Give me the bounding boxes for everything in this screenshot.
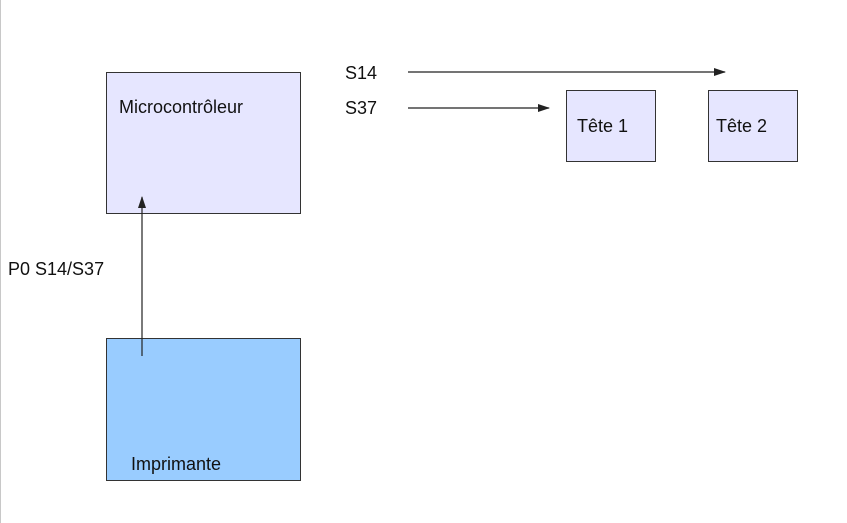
- left-border-line: [0, 0, 1, 523]
- microcontroller-box: [106, 72, 301, 214]
- head-2-label: Tête 2: [716, 116, 768, 136]
- head-2-box: [708, 90, 798, 162]
- edge-label-p0-s14-s37: P0 S14/S37: [8, 259, 105, 279]
- head-1-box: [566, 90, 656, 162]
- head-1-label: Tête 1: [577, 116, 629, 136]
- printer-box: [106, 338, 301, 481]
- printer-label: Imprimante: [131, 454, 222, 474]
- edge-label-s14: S14: [345, 63, 378, 83]
- microcontroller-label: Microcontrôleur: [119, 97, 244, 117]
- edge-label-s37: S37: [345, 98, 378, 118]
